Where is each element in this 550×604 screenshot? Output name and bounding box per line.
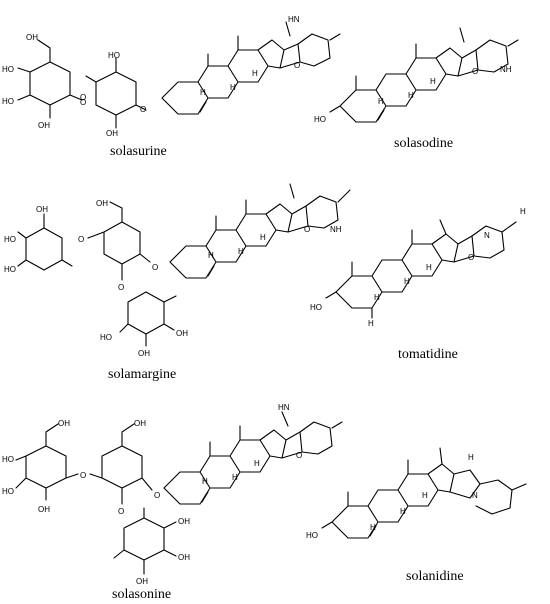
atom-label: HO xyxy=(2,65,14,74)
atom-label: OH xyxy=(178,517,190,526)
atom-label: O xyxy=(78,235,84,244)
atom-label: O xyxy=(80,93,86,102)
atom-label: O xyxy=(140,105,146,114)
compound-name-solasodine: solasodine xyxy=(394,136,453,151)
atom-label: HO xyxy=(100,333,112,342)
atom-label: O xyxy=(468,253,474,262)
solasurine-structure: O O O OH HO HO OH HO OH O HN H H H solas… xyxy=(2,15,341,159)
atom-label: H xyxy=(232,473,238,482)
compound-name-solamargine: solamargine xyxy=(108,367,176,382)
atom-label: H xyxy=(200,88,206,97)
atom-label: H xyxy=(374,293,380,302)
atom-label: H xyxy=(260,233,266,242)
atom-label: O xyxy=(80,98,86,107)
atom-label: HO xyxy=(2,455,14,464)
atom-label: OH xyxy=(136,577,148,586)
atom-label: H xyxy=(370,523,376,532)
atom-label: O xyxy=(80,471,86,480)
atom-label: H xyxy=(408,91,414,100)
atom-label: HN xyxy=(288,15,300,24)
atom-label: NH xyxy=(500,65,512,74)
solasodine-structure: HO O NH H H H solasodine xyxy=(314,27,519,151)
atom-label: H xyxy=(202,477,208,486)
atom-label: OH xyxy=(38,121,50,130)
solamargine-structure: HO HO OH O OH O O HO OH OH O NH H H H so… xyxy=(4,183,351,382)
atom-label: H xyxy=(426,263,432,272)
atom-label: HN xyxy=(278,403,290,412)
atom-label: HO xyxy=(4,235,16,244)
atom-label: H xyxy=(230,83,236,92)
atom-label: OH xyxy=(58,419,70,428)
atom-label: O xyxy=(472,67,478,76)
atom-label: HO xyxy=(4,265,16,274)
atom-label: O xyxy=(118,283,124,292)
atom-label: H xyxy=(254,459,260,468)
atom-label: H xyxy=(238,247,244,256)
atom-label: H xyxy=(520,207,526,216)
compound-name-solasonine: solasonine xyxy=(112,587,171,602)
atom-label: OH xyxy=(178,553,190,562)
atom-label: O xyxy=(296,451,302,460)
atom-label: O xyxy=(294,61,300,70)
atom-label: OH xyxy=(176,329,188,338)
atom-label: OH xyxy=(26,33,38,42)
atom-label: O xyxy=(152,263,158,272)
atom-label: O xyxy=(304,225,310,234)
atom-label: NH xyxy=(330,225,342,234)
atom-label: N xyxy=(484,231,490,240)
atom-label: OH xyxy=(36,205,48,214)
atom-label: H xyxy=(378,97,384,106)
compound-name-solanidine: solanidine xyxy=(406,569,464,584)
atom-label: N xyxy=(472,491,478,500)
atom-label: HO xyxy=(108,51,120,60)
atom-label: OH xyxy=(38,505,50,514)
compound-name-solasurine: solasurine xyxy=(110,144,167,159)
atom-label: H xyxy=(368,319,374,328)
atom-label: HO xyxy=(2,97,14,106)
atom-label: OH xyxy=(96,199,108,208)
atom-label: HO xyxy=(2,487,14,496)
solanidine-structure: HO N H H H H solanidine xyxy=(306,447,527,584)
atom-label: H xyxy=(422,491,428,500)
atom-label: HO xyxy=(310,303,322,312)
atom-label: H xyxy=(400,507,406,516)
atom-label: OH xyxy=(134,419,146,428)
atom-label: O xyxy=(154,491,160,500)
solasonine-structure: OH HO HO OH O OH O O OH OH OH O HN H H H… xyxy=(2,403,343,602)
atom-label: H xyxy=(404,277,410,286)
atom-label: OH xyxy=(106,129,118,138)
atom-label: O xyxy=(118,507,124,516)
atom-label: OH xyxy=(138,349,150,358)
atom-label: H xyxy=(208,251,214,260)
compound-name-tomatidine: tomatidine xyxy=(398,347,458,362)
atom-label: HO xyxy=(306,531,318,540)
atom-label: H xyxy=(430,77,436,86)
atom-label: H xyxy=(252,69,258,78)
atom-label: H xyxy=(468,453,474,462)
tomatidine-structure: HO O N H H H H H tomatidine xyxy=(310,207,526,362)
atom-label: HO xyxy=(314,115,326,124)
